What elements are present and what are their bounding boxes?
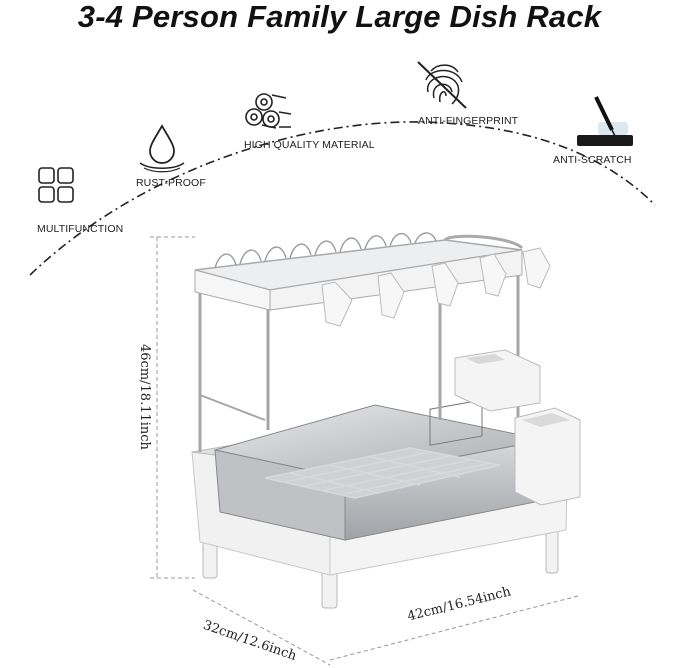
feature-label-rust-proof: RUST-PROOF <box>136 177 206 189</box>
water-drop-icon <box>139 124 185 173</box>
scratch-pen-icon <box>577 96 633 146</box>
no-fingerprint-icon <box>417 61 467 109</box>
feature-label-high-quality-material: HIGH QUALITY MATERIAL <box>244 139 375 151</box>
feature-label-anti-fingerprint: ANTI-FINGERPRINT <box>418 115 519 127</box>
grid-squares-icon <box>38 167 74 203</box>
page-title: 3-4 Person Family Large Dish Rack <box>77 0 602 34</box>
feature-label-anti-scratch: ANTI-SCRATCH <box>553 154 632 166</box>
steel-rolls-icon <box>245 93 292 129</box>
feature-label-multifunction: MULTIFUNCTION <box>37 223 124 235</box>
